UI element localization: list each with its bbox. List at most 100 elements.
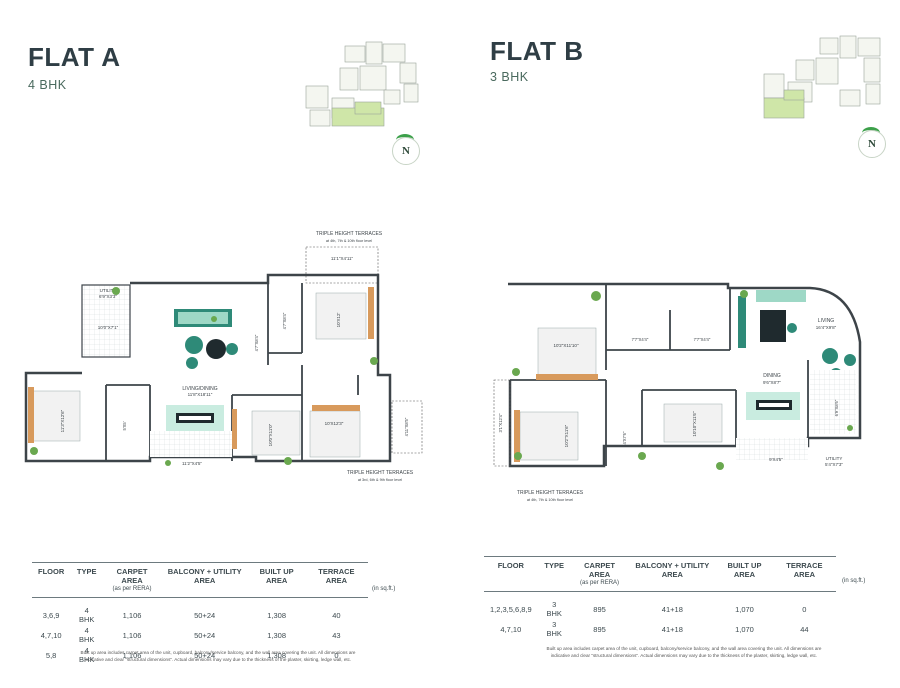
kitchen-dim: 11'2"X4'5" xyxy=(182,461,202,466)
living-label: LIVING xyxy=(818,318,835,324)
col-type: TYPE xyxy=(544,561,564,570)
terrace-top-note: at 4th, 7th & 10th floor level xyxy=(326,239,372,243)
col-floor: FLOOR xyxy=(497,561,524,570)
bed-mid-dim: 10'0"X11'0" xyxy=(268,423,273,446)
compass-label: N xyxy=(402,145,410,157)
utility-dim: 6'9"X3'3" xyxy=(99,294,117,299)
col-carpet: CARPET AREA(as per RERA) xyxy=(571,557,629,592)
terrace-bottom-note: at 4th, 7th & 10th floor level xyxy=(527,498,573,502)
toilet-mid-dim: 4'7"X8'4" xyxy=(254,334,259,351)
flat-b-subtitle: 3 BHK xyxy=(490,70,529,84)
terrace-dim: 11'1"X4'11" xyxy=(331,256,354,261)
cell: 1,106 xyxy=(122,650,142,660)
col-balcony: BALCONY + UTILITY AREA xyxy=(635,561,710,580)
cell: 41+18 xyxy=(661,624,683,634)
flat-a-footnote: Built up area includes carpet area of th… xyxy=(28,650,408,664)
cell: 40 xyxy=(332,610,341,620)
bed-right-dim: 10'X12'3" xyxy=(325,421,344,426)
key-plan-highlight xyxy=(763,97,805,119)
cell: 895 xyxy=(593,624,606,634)
terrace-top-label: TRIPLE HEIGHT TERRACES xyxy=(316,231,383,237)
cell: 5,8 xyxy=(45,650,57,660)
terrace-bottom-label: TRIPLE HEIGHT TERRACES xyxy=(347,470,414,476)
utility-label: UTILITY xyxy=(826,456,843,461)
bed-top-dim: 10'2"X11'10" xyxy=(553,343,579,348)
cell: 4 BHK xyxy=(79,606,95,625)
cell: 1,070 xyxy=(735,604,754,614)
cell: 44 xyxy=(800,624,809,634)
bed-mid-dim: 10'10"X11'6" xyxy=(692,411,697,437)
cell: 50+24 xyxy=(194,630,216,640)
flat-b-area-table: FLOOR TYPE CARPET AREA(as per RERA) BALC… xyxy=(484,556,836,639)
cell: 1,106 xyxy=(122,610,142,620)
cell: 4,7,10 xyxy=(500,624,522,634)
col-balcony: BALCONY + UTILITY AREA xyxy=(167,567,242,586)
flat-a-subtitle: 4 BHK xyxy=(28,78,67,92)
bed-left-dim: 11'3"X12'6" xyxy=(60,409,65,432)
terrace-bottom-note: at 3rd, 6th & 9th floor level xyxy=(358,478,402,482)
balcony-dim: 6'9"X8'6" xyxy=(834,399,839,416)
toilet-small-dim: 4'X7'6" xyxy=(622,431,627,444)
flat-a-area-table: FLOOR TYPE CARPET AREA(as per RERA) BALC… xyxy=(32,562,368,665)
flat-a-north-icon: N xyxy=(392,134,420,165)
cell: 1,070 xyxy=(735,624,754,634)
footnote-line: Built up area includes carpet area of th… xyxy=(546,646,822,651)
toilet-2-dim: 7'7"X4'4" xyxy=(694,337,711,342)
cell: 3 BHK xyxy=(546,620,562,639)
table-row: 4,7,10 4 BHK 1,106 50+24 1,308 43 xyxy=(32,625,368,645)
toilet-top-dim: 4'7"X8'4" xyxy=(282,312,287,329)
footnote-line: indicative and clear "structural dimensi… xyxy=(550,652,818,658)
carpet-header: CARPET AREA xyxy=(584,561,615,580)
balcony-dim: 10'0"X7'1" xyxy=(98,325,119,330)
cell: 0 xyxy=(334,650,339,660)
cell: 50+24 xyxy=(194,610,216,620)
cell: 50+24 xyxy=(194,650,216,660)
cell: 43 xyxy=(332,630,341,640)
cell: 1,2,3,5,6,8,9 xyxy=(490,604,532,614)
toilet-left-dim: 5'X5' xyxy=(122,421,127,430)
cell: 4,7,10 xyxy=(40,630,62,640)
col-type: TYPE xyxy=(76,567,97,576)
compass-label: N xyxy=(868,138,876,150)
utility-label: UTILITY xyxy=(100,288,117,293)
terrace-bottom-label: TRIPLE HEIGHT TERRACES xyxy=(517,490,584,496)
table-row: 4,7,10 3 BHK 895 41+18 1,070 44 xyxy=(484,619,836,639)
cell: 41+18 xyxy=(661,604,683,614)
cell: 1,308 xyxy=(267,650,287,660)
table-row: 1,2,3,5,6,8,9 3 BHK 895 41+18 1,070 0 xyxy=(484,592,836,620)
terrace-left-dim: 3'1"X12'4" xyxy=(498,413,503,433)
cell: 3 BHK xyxy=(546,600,562,619)
cell: 0 xyxy=(802,604,807,614)
flat-b-floor-plan: 10'2"X11'10" 7'7"X4'4" 7'7"X4'4" LIVING … xyxy=(493,282,862,502)
col-builtup: BUILT UP AREA xyxy=(727,561,762,580)
flat-a-floor-plan: TRIPLE HEIGHT TERRACES at 4th, 7th & 10t… xyxy=(24,231,423,482)
cell: 3,6,9 xyxy=(42,610,60,620)
living-dim: 16'4"X9'8" xyxy=(816,325,837,330)
dining-label: DINING xyxy=(763,373,781,379)
cell: 1,308 xyxy=(267,610,287,620)
living-label: LIVING/DINING xyxy=(182,386,217,392)
bed-left-dim: 10'2"X11'6" xyxy=(564,424,569,447)
dining-dim: 9'6"X8'7" xyxy=(763,380,781,385)
carpet-note: (as per RERA) xyxy=(580,579,620,586)
flat-b-unit-note: (in sq.ft.) xyxy=(842,578,866,584)
flat-a-title: FLAT A xyxy=(28,42,121,72)
cell: 4 BHK xyxy=(79,646,95,665)
utility-dim: 5'4"X7'3" xyxy=(825,462,843,467)
cell: 1,106 xyxy=(122,630,142,640)
cell: 1,308 xyxy=(267,630,287,640)
flat-b-title: FLAT B xyxy=(490,36,584,66)
bed-top-dim: 10'X12' xyxy=(336,312,341,327)
col-builtup: BUILT UP AREA xyxy=(259,567,294,586)
flat-a-key-plan xyxy=(305,41,419,127)
terrace-right-dim: 4'11"X8'5" xyxy=(404,417,409,436)
carpet-note: (as per RERA) xyxy=(112,585,152,592)
col-carpet: CARPET AREA(as per RERA) xyxy=(103,563,161,598)
footnote-line: indicative and clear "structural dimensi… xyxy=(84,656,352,662)
flat-b-footnote: Built up area includes carpet area of th… xyxy=(494,646,874,660)
cell: 895 xyxy=(593,604,606,614)
cell: 4 BHK xyxy=(79,626,95,645)
carpet-header: CARPET AREA xyxy=(116,567,148,586)
col-terrace: TERRACE AREA xyxy=(318,567,355,586)
table-row: 3,6,9 4 BHK 1,106 50+24 1,308 40 xyxy=(32,598,368,626)
